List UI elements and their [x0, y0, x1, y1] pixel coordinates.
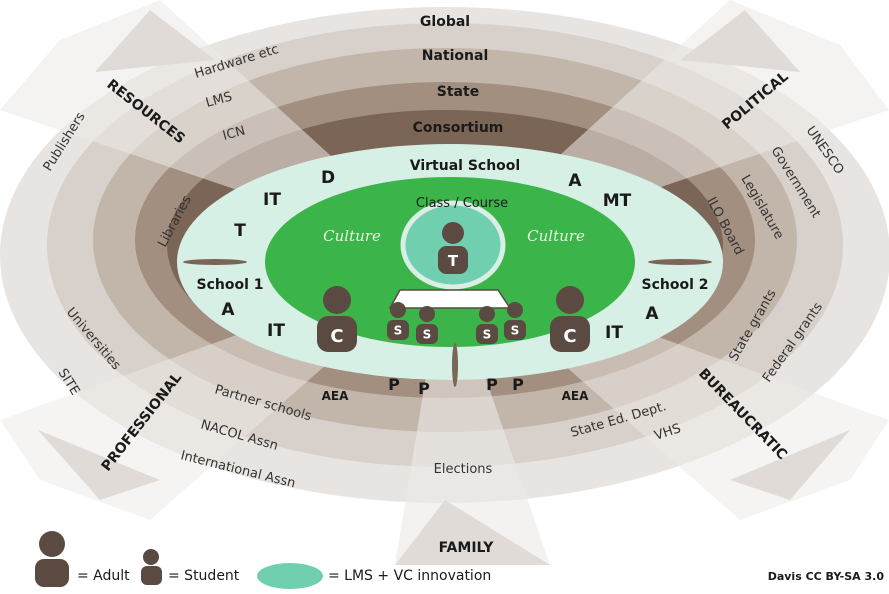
global-label: Global	[420, 14, 470, 30]
resources-item-icn: ICN	[221, 124, 247, 144]
role-aea-right: AEA	[562, 389, 589, 403]
resources-arrow	[95, 10, 215, 72]
national-label: National	[422, 48, 489, 64]
student-figure-4: S	[504, 302, 526, 340]
role-p-3: P	[486, 375, 498, 394]
teacher-figure-body	[438, 246, 468, 274]
student-figure-3: S	[476, 306, 498, 344]
role-it-right: IT	[605, 323, 623, 343]
virtual-school-label: Virtual School	[410, 158, 520, 174]
role-p-4: P	[512, 375, 524, 394]
role-a-right: A	[645, 304, 659, 324]
student-figure-2-head	[419, 306, 435, 322]
teacher-figure-letter: T	[448, 252, 459, 270]
school1-divider	[183, 259, 247, 265]
legend-adult-icon	[35, 531, 69, 587]
school1-label: School 1	[197, 277, 264, 293]
legend-lms-label: = LMS + VC innovation	[328, 568, 491, 584]
lms-vc-circle	[400, 200, 506, 290]
student-figure-1: S	[387, 302, 409, 340]
credit-label: Davis CC BY-SA 3.0	[768, 570, 885, 583]
legend-adult-label: = Adult	[77, 568, 130, 584]
role-a-upper: A	[568, 171, 582, 191]
coordinator-right-figure-letter: C	[563, 326, 576, 347]
coordinator-right-figure-head	[556, 286, 584, 314]
family-arrow	[395, 500, 550, 565]
teacher-figure: T	[438, 222, 468, 274]
role-aea-left: AEA	[322, 389, 349, 403]
school2-label: School 2	[642, 277, 709, 293]
culture-right: Culture	[527, 227, 585, 245]
role-it-upper: IT	[263, 190, 281, 210]
student-figure-4-letter: S	[511, 323, 520, 337]
coordinator-left-figure: C	[317, 286, 357, 352]
coordinator-left-figure-letter: C	[330, 326, 343, 347]
student-figure-4-head	[507, 302, 523, 318]
student-figure-3-head	[479, 306, 495, 322]
student-figure-3-letter: S	[483, 327, 492, 341]
student-figure-4-body	[504, 320, 526, 340]
role-it-left: IT	[267, 321, 285, 341]
student-figure-2-letter: S	[423, 327, 432, 341]
student-figure-2-body	[416, 324, 438, 344]
class-course-label: Class / Course	[416, 196, 508, 211]
family-item-elections: Elections	[434, 462, 493, 477]
family-title: FAMILY	[439, 540, 495, 556]
family-divider	[452, 343, 458, 387]
political-arrow	[680, 10, 800, 72]
student-figure-1-head	[390, 302, 406, 318]
coordinator-right-figure: C	[550, 286, 590, 352]
coordinator-right-figure-body	[550, 316, 590, 352]
role-p-1: P	[388, 375, 400, 394]
coordinator-left-figure-head	[323, 286, 351, 314]
culture-left: Culture	[323, 227, 381, 245]
student-figure-1-letter: S	[394, 323, 403, 337]
role-a-left: A	[221, 300, 235, 320]
bureaucratic-arrow	[730, 430, 850, 500]
legend-student-label: = Student	[168, 568, 240, 584]
role-p-2: P	[418, 379, 430, 398]
professional-arrow	[38, 430, 160, 500]
legend-lms-swatch	[257, 563, 323, 589]
consortium-label: Consortium	[413, 120, 504, 136]
resources-item-lms: LMS	[204, 89, 234, 110]
student-figure-2: S	[416, 306, 438, 344]
legend-student-icon	[141, 549, 162, 585]
role-mt: MT	[603, 191, 632, 211]
student-figure-1-body	[387, 320, 409, 340]
role-t: T	[234, 221, 246, 241]
class-table	[388, 289, 512, 309]
role-d: D	[321, 168, 335, 188]
state-label: State	[437, 84, 479, 100]
school2-divider	[648, 259, 712, 265]
teacher-figure-head	[442, 222, 464, 244]
coordinator-left-figure-body	[317, 316, 357, 352]
student-figure-3-body	[476, 324, 498, 344]
